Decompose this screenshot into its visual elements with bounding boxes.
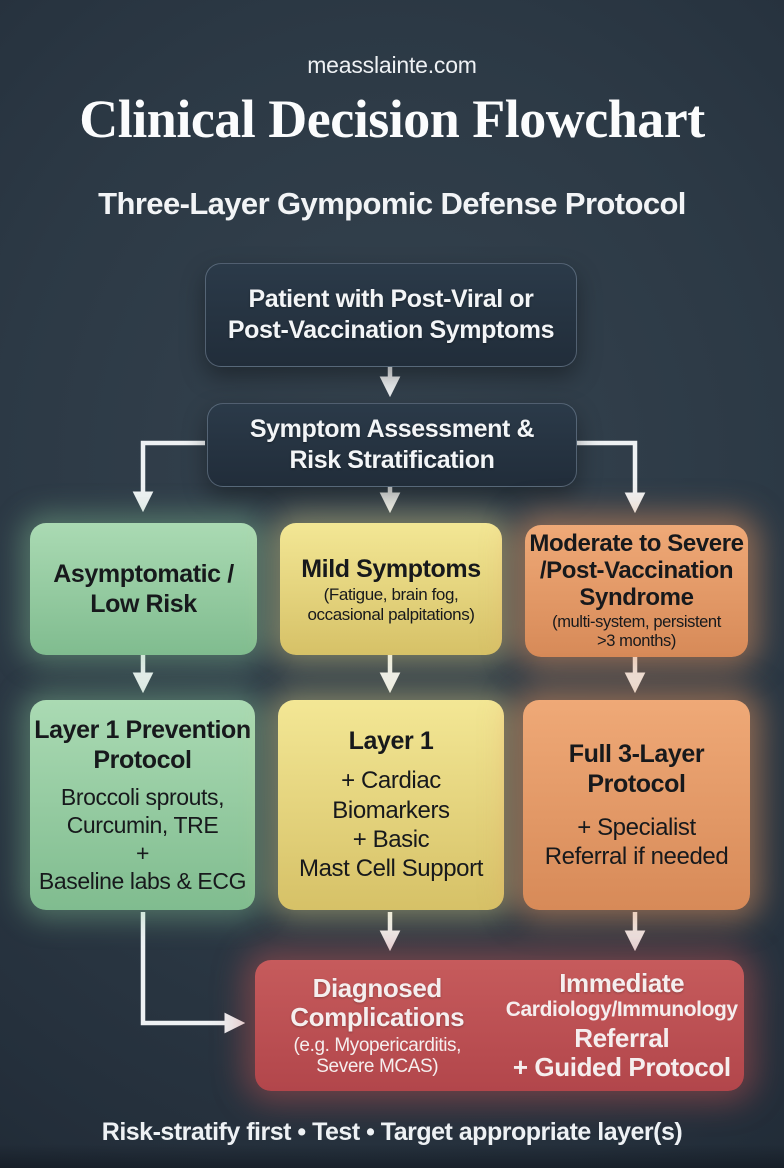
node-branch-asymptomatic-low-risk: Asymptomatic / Low Risk [30, 523, 257, 655]
outcome-left-title: Diagnosed Complications [290, 972, 465, 1032]
action-severe-body: + Specialist Referral if needed [544, 813, 729, 870]
node-assessment-text: Symptom Assessment & Risk Stratification [249, 414, 535, 475]
branch-severe-title: Moderate to Severe /Post-Vaccination Syn… [529, 530, 744, 611]
action-severe-title: Full 3-Layer Protocol [568, 739, 705, 798]
node-action-full-3-layer: Full 3-Layer Protocol + Specialist Refer… [523, 700, 750, 910]
node-symptom-assessment: Symptom Assessment & Risk Stratification [207, 403, 577, 487]
branch-mild-title: Mild Symptoms [301, 554, 481, 583]
outcome-left-column: Diagnosed Complications (e.g. Myopericar… [255, 960, 500, 1091]
arrow-assessment-to-severe [575, 440, 646, 514]
branch-mild-note: (Fatigue, brain fog, occasional palpitat… [307, 584, 475, 624]
arrow-assessment-to-lowrisk [132, 440, 205, 513]
outcome-right-title: Immediate [559, 968, 685, 999]
branch-low-title: Asymptomatic / Low Risk [53, 560, 234, 618]
action-mild-title: Layer 1 [348, 727, 434, 756]
node-action-layer1-prevention: Layer 1 Prevention Protocol Broccoli spr… [30, 700, 255, 910]
node-start-text: Patient with Post-Viral or Post-Vaccinat… [227, 284, 555, 345]
node-branch-mild-symptoms: Mild Symptoms (Fatigue, brain fog, occas… [280, 523, 502, 655]
outcome-left-note: (e.g. Myopericarditis, Severe MCAS) [293, 1034, 462, 1078]
footer-tagline: Risk-stratify first • Test • Target appr… [101, 1118, 683, 1146]
node-action-layer1-plus: Layer 1 + Cardiac Biomarkers + Basic Mas… [278, 700, 504, 910]
outcome-right-line2: Cardiology/Immunology [505, 998, 738, 1022]
outcome-right-body: Referral + Guided Protocol [512, 1022, 731, 1082]
node-outcome-diagnosed-complications: Diagnosed Complications (e.g. Myopericar… [255, 960, 744, 1091]
action-low-title: Layer 1 Prevention Protocol [34, 715, 251, 774]
node-start-patient: Patient with Post-Viral or Post-Vaccinat… [205, 263, 577, 367]
action-low-body: Broccoli sprouts, Curcumin, TRE + Baseli… [38, 783, 247, 895]
page-title: Clinical Decision Flowchart [79, 89, 705, 149]
branch-severe-note: (multi-system, persistent >3 months) [552, 612, 721, 650]
outcome-right-column: Immediate Cardiology/Immunology Referral… [500, 960, 745, 1091]
website-url: measslainte.com [307, 52, 477, 78]
arrow-layer1-to-outcome [140, 912, 246, 1034]
page-subtitle: Three-Layer Gympomic Defense Protocol [98, 186, 686, 221]
action-mild-body: + Cardiac Biomarkers + Basic Mast Cell S… [299, 767, 483, 883]
node-branch-moderate-severe: Moderate to Severe /Post-Vaccination Syn… [525, 525, 748, 657]
